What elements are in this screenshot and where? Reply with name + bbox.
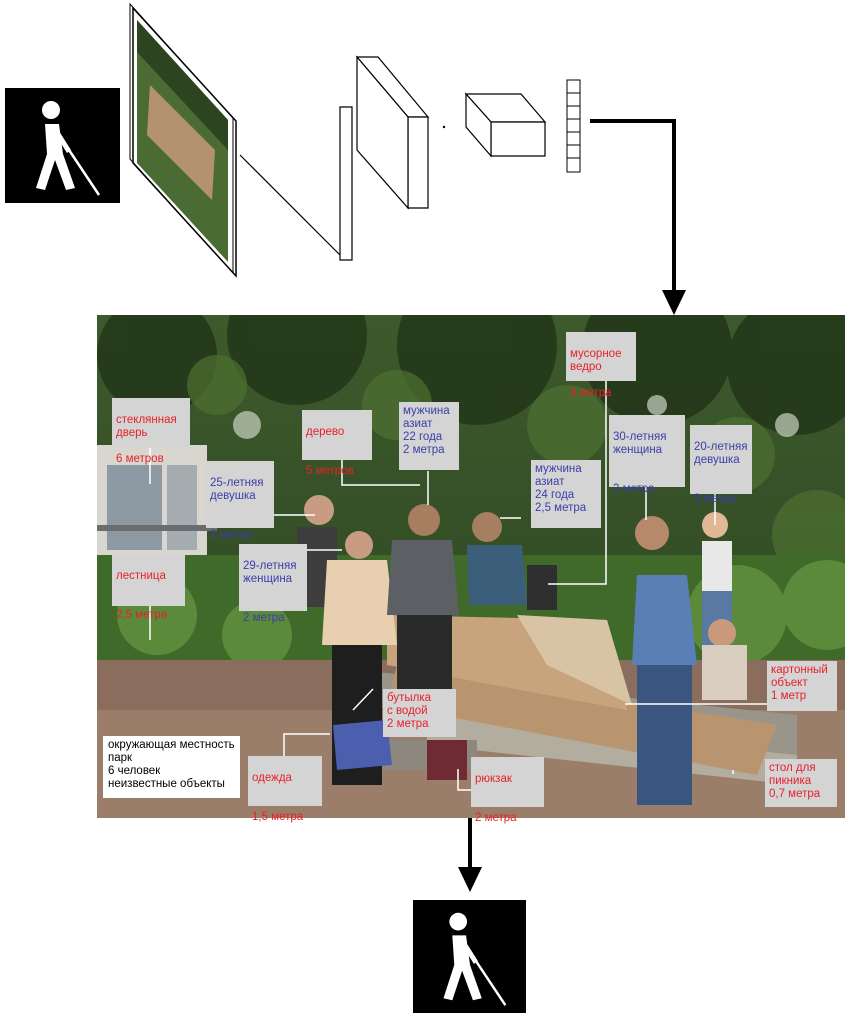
label-man-22: мужчина азиат 22 года 2 метра: [399, 402, 459, 470]
clothes-name: одежда: [252, 772, 292, 784]
blind-person-with-cane-icon: [36, 101, 101, 196]
label-girl-25: 25-летняя девушка 2 метра: [206, 461, 274, 541]
woman-29-distance: 2 метра: [243, 612, 285, 624]
label-cardboard-object: картонный объект 1 метр: [767, 661, 837, 711]
glass-door-distance: 6 метров: [116, 453, 164, 465]
summary-environment: окружающая местность: [108, 739, 235, 751]
feature-vector: [566, 79, 581, 173]
trash-can-name: мусорное ведро: [570, 348, 622, 373]
arrow-head-down: [662, 290, 686, 315]
tree-distance: 5 метров: [306, 465, 354, 477]
conv-layer-1: [339, 106, 353, 261]
label-tree: дерево 5 метров: [302, 410, 372, 477]
woman-29-desc: 29-летняя женщина: [243, 560, 297, 585]
input-image-thumbnail: [137, 20, 228, 262]
glass-door-name: стеклянная дверь: [116, 414, 177, 439]
stairs-name: лестница: [116, 570, 166, 582]
girl-20-desc: 20-летняя девушка: [694, 441, 748, 466]
label-picnic-table: стол для пикника 0,7 метра: [765, 759, 837, 807]
backpack-name: рюкзак: [475, 773, 512, 785]
label-woman-29: 29-летняя женщина 2 метра: [239, 544, 307, 624]
girl-20-distance: 3 метра: [694, 493, 736, 505]
label-clothes: одежда 1,5 метра: [248, 756, 322, 823]
summary-place: парк: [108, 752, 133, 764]
conv-layer-3: [464, 92, 547, 158]
girl-25-desc: 25-летняя девушка: [210, 477, 264, 502]
label-stairs: лестница 2,5 метра: [112, 554, 185, 621]
arrow-head-down: [458, 867, 482, 892]
scene-summary: окружающая местность парк 6 человек неиз…: [103, 736, 240, 798]
input-image-frame: [132, 6, 237, 278]
summary-unknown-objects: неизвестные объекты: [108, 778, 225, 790]
label-woman-30: 30-летняя женщина 2 метра: [609, 415, 685, 495]
conv-layer-2: [355, 55, 430, 210]
woman-30-distance: 2 метра: [613, 483, 655, 495]
label-glass-door: стеклянная дверь 6 метров: [112, 398, 190, 465]
label-girl-20: 20-летняя девушка 3 метра: [690, 425, 752, 505]
label-backpack: рюкзак 2 метра: [471, 757, 544, 824]
backpack-distance: 2 метра: [475, 812, 517, 824]
top-blind-person-pictogram: [5, 88, 120, 203]
stairs-distance: 2,5 метра: [116, 609, 168, 621]
output-arrow-path: [590, 119, 676, 300]
girl-25-distance: 2 метра: [210, 529, 252, 541]
label-trash-can: мусорное ведро 3 метра: [566, 332, 636, 399]
tree-name: дерево: [306, 426, 345, 438]
label-water-bottle: бутылка с водой 2 метра: [383, 689, 456, 737]
label-man-24: мужчина азиат 24 года 2,5 метра: [531, 460, 601, 528]
clothes-distance: 1,5 метра: [252, 811, 304, 823]
blind-person-with-cane-icon: [443, 912, 507, 1006]
scene-photo: [97, 315, 845, 818]
trash-can-distance: 3 метра: [570, 387, 612, 399]
summary-people-count: 6 человек: [108, 765, 161, 777]
woman-30-desc: 30-летняя женщина: [613, 431, 667, 456]
bottom-blind-person-pictogram: [413, 900, 526, 1013]
